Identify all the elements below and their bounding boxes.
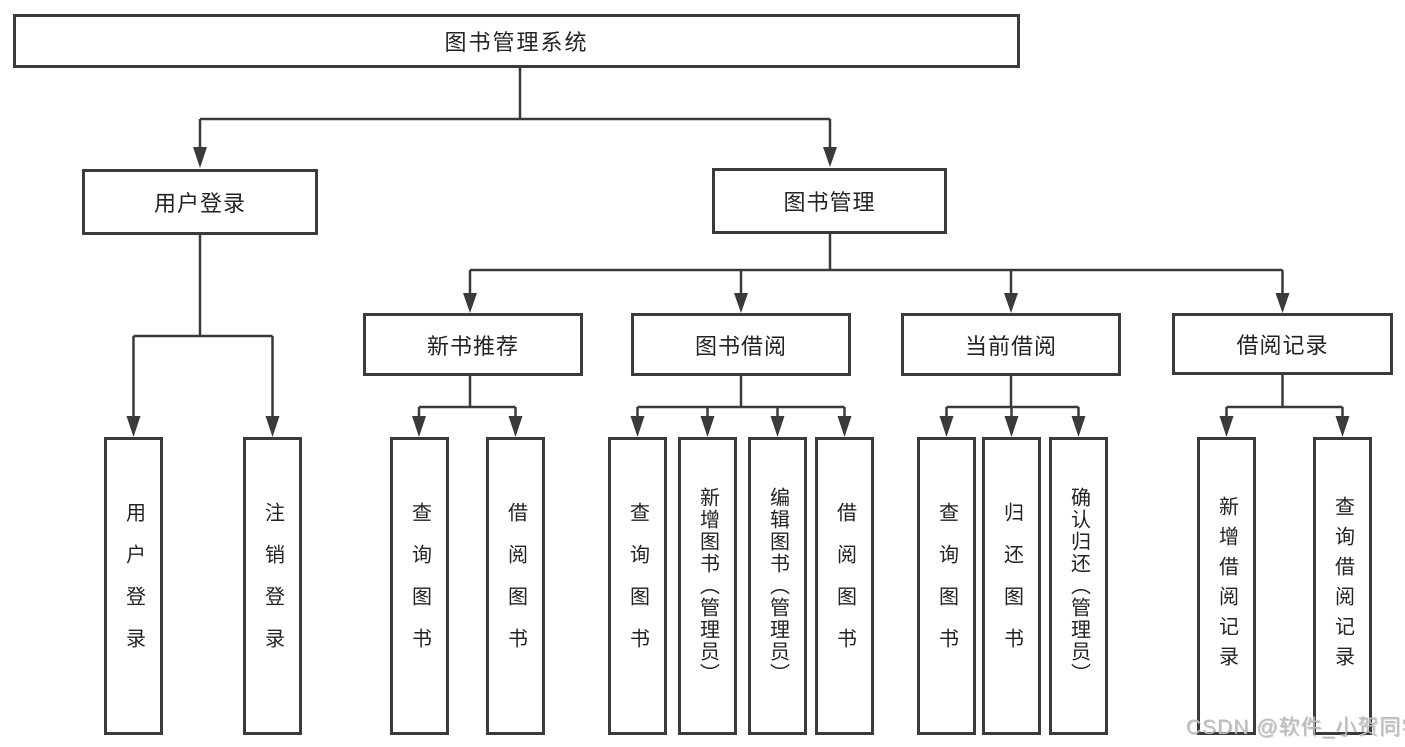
node-label: 借阅记录 xyxy=(1236,333,1329,358)
node-label: 查询借阅记录 xyxy=(1331,496,1354,676)
node-current-query-books: 查询图书 xyxy=(917,437,976,735)
node-label: 查询图书 xyxy=(626,502,649,670)
node-borrow-borrow-books: 借阅图书 xyxy=(815,437,874,735)
node-label: 查询图书 xyxy=(935,502,958,670)
node-user-login: 用户登录 xyxy=(104,437,163,735)
node-label: 当前借阅 xyxy=(964,333,1057,359)
node-label: 归还图书 xyxy=(1000,502,1023,670)
node-label: 注销登录 xyxy=(261,502,284,670)
node-current-return-books: 归还图书 xyxy=(982,437,1041,735)
node-label: 图书管理系统 xyxy=(444,30,589,55)
node-newbook-borrow-books: 借阅图书 xyxy=(486,437,545,735)
node-borrow-records: 借阅记录 xyxy=(1172,313,1393,375)
node-user-login-module: 用户登录 xyxy=(82,169,318,235)
node-borrow-edit-books-admin: 编辑图书（管理员） xyxy=(748,437,807,735)
node-book-management: 图书管理 xyxy=(712,168,947,234)
node-logout: 注销登录 xyxy=(243,437,302,735)
node-label: 编辑图书（管理员） xyxy=(766,487,789,685)
node-book-borrow: 图书借阅 xyxy=(631,313,851,376)
node-label: 用户登录 xyxy=(153,191,246,216)
node-label: 借阅图书 xyxy=(833,502,856,670)
csdn-watermark: CSDN @软件_小贺同学 xyxy=(1186,716,1405,739)
node-label: 新书推荐 xyxy=(426,333,519,359)
node-newbook-query-books: 查询图书 xyxy=(390,437,449,735)
node-label: 用户登录 xyxy=(122,502,145,670)
node-label: 新增借阅记录 xyxy=(1215,496,1238,676)
node-current-borrow: 当前借阅 xyxy=(901,313,1121,376)
node-borrow-add-books-admin: 新增图书（管理员） xyxy=(678,437,737,735)
node-records-query-record: 查询借阅记录 xyxy=(1313,437,1372,735)
node-system-root: 图书管理系统 xyxy=(13,14,1020,68)
node-label: 借阅图书 xyxy=(504,502,527,670)
node-label: 新增图书（管理员） xyxy=(696,487,719,685)
node-label: 查询图书 xyxy=(408,502,431,670)
node-new-book-recommend: 新书推荐 xyxy=(363,313,583,376)
node-borrow-query-books: 查询图书 xyxy=(608,437,667,735)
node-label: 图书管理 xyxy=(783,190,876,215)
node-current-confirm-return-admin: 确认归还（管理员） xyxy=(1049,437,1108,735)
node-label: 确认归还（管理员） xyxy=(1067,487,1090,685)
node-label: 图书借阅 xyxy=(694,333,787,359)
node-records-add-record: 新增借阅记录 xyxy=(1197,437,1256,735)
